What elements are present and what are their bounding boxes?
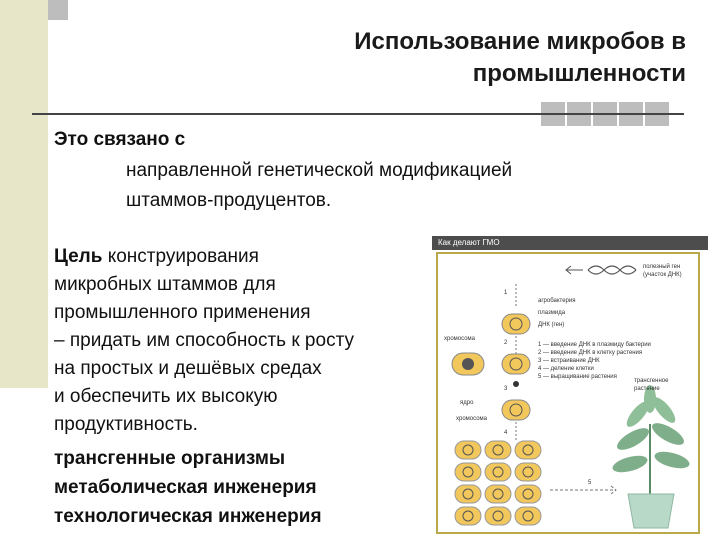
step-2: 2	[504, 340, 508, 346]
label-gene-2: (участок ДНК)	[643, 272, 682, 278]
label-chromosome-2: хромосома	[456, 416, 488, 422]
term-technological: технологическая инженерия	[54, 506, 322, 527]
title-divider	[32, 113, 684, 115]
figure-header: Как делают ГМО	[432, 236, 708, 250]
goal-word: Цель	[54, 246, 103, 267]
label-agro: агробактерия	[538, 298, 576, 304]
goal-line1: Цель конструирования	[54, 245, 259, 269]
legend-4: 4 — деление клетки	[538, 366, 594, 372]
step-1: 1	[504, 290, 508, 296]
term-transgenic: трансгенные организмы	[54, 448, 286, 469]
goal-line3: промышленного применения	[54, 302, 311, 323]
intro-lead: Это связано с	[54, 129, 186, 150]
arrow-in	[565, 265, 583, 275]
plant-cell	[451, 352, 485, 376]
decor-square	[48, 0, 68, 20]
cell-grid	[454, 440, 542, 526]
label-chromosome: хромосома	[444, 336, 476, 342]
goal-line7: продуктивность.	[54, 414, 198, 435]
goal-line5: на простых и дешёвых средах	[54, 358, 322, 379]
slide-title: Использование микробов в промышленности	[226, 26, 686, 90]
left-decor-bar	[0, 0, 48, 388]
intro-line1: направленной генетической модификацией	[126, 160, 513, 181]
figure-frame: полезный ген (участок ДНК) агробактерия …	[436, 252, 700, 534]
nucleus-dot	[513, 381, 519, 387]
label-plant-2: растение	[634, 386, 660, 392]
goal-line2: микробных штаммов для	[54, 274, 276, 295]
legend-3: 3 — встраивание ДНК	[538, 358, 600, 364]
plant-icon	[612, 385, 690, 494]
dna-strand-icon	[587, 265, 637, 275]
step-4: 4	[504, 430, 508, 436]
gmo-figure: Как делают ГМО	[432, 236, 708, 536]
plant-cell	[501, 353, 531, 375]
step-3: 3	[504, 386, 508, 392]
pot-icon	[627, 493, 675, 529]
slide-title-line1: Использование микробов в	[354, 28, 686, 55]
arrow-to-plant	[550, 485, 617, 495]
goal-rest: конструирования	[102, 246, 259, 267]
step-5: 5	[588, 480, 592, 486]
goal-line4: – придать им способность к росту	[54, 330, 354, 351]
intro-line2: штаммов-продуцентов.	[126, 190, 332, 211]
label-plasmid: плазмида	[538, 310, 566, 316]
legend-5: 5 — выращивание растения	[538, 374, 617, 380]
slide-title-line2: промышленности	[472, 60, 686, 87]
gmo-diagram	[451, 265, 690, 529]
agro-cell	[501, 313, 531, 335]
label-dna: ДНК (ген)	[538, 322, 565, 328]
legend-1: 1 — введение ДНК в плазмиду бактерии	[538, 342, 651, 348]
legend-2: 2 — введение ДНК в клетку растения	[538, 350, 643, 356]
term-metabolic: метаболическая инженерия	[54, 477, 317, 498]
label-gene: полезный ген	[643, 264, 681, 270]
label-plant: трансгенное	[634, 378, 669, 384]
goal-line6: и обеспечить их высокую	[54, 386, 278, 407]
label-nucleus: ядро	[460, 400, 474, 406]
plant-cell	[501, 399, 531, 421]
